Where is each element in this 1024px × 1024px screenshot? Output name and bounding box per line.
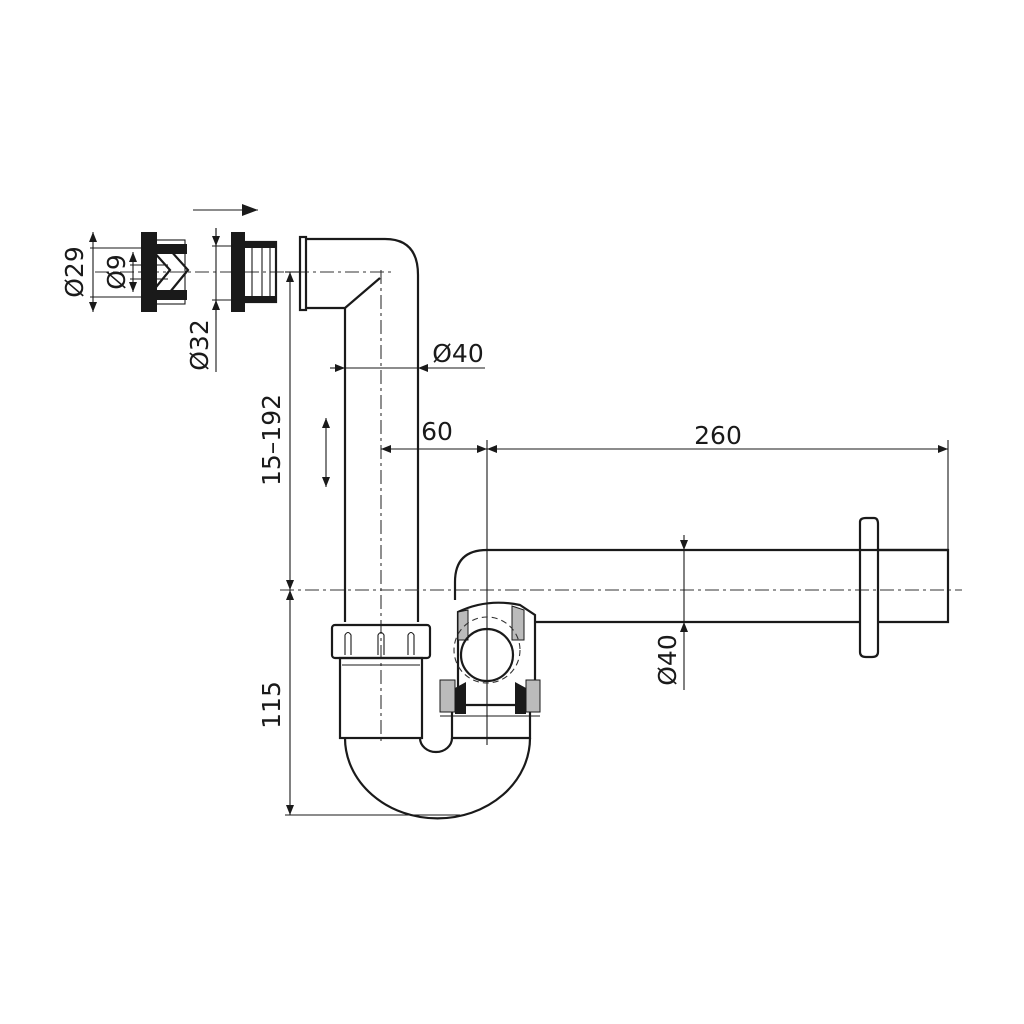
label-depth-115: 115 <box>257 681 286 729</box>
inlet-elbow-pipe <box>298 235 420 745</box>
reducer-cap <box>130 232 190 312</box>
outlet-pipe <box>453 516 950 659</box>
label-dia-40-horizontal: Ø40 <box>653 634 682 686</box>
trap-body <box>330 601 541 820</box>
adapter-sleeve <box>231 232 278 312</box>
label-dia-32: Ø32 <box>185 319 214 371</box>
label-dia-40-vertical: Ø40 <box>432 339 484 368</box>
label-height-range: 15–192 <box>257 394 286 486</box>
label-offset-60: 60 <box>421 417 453 446</box>
label-length-260: 260 <box>694 421 742 450</box>
label-dia-29: Ø29 <box>60 246 89 298</box>
label-dia-9: Ø9 <box>102 254 131 290</box>
